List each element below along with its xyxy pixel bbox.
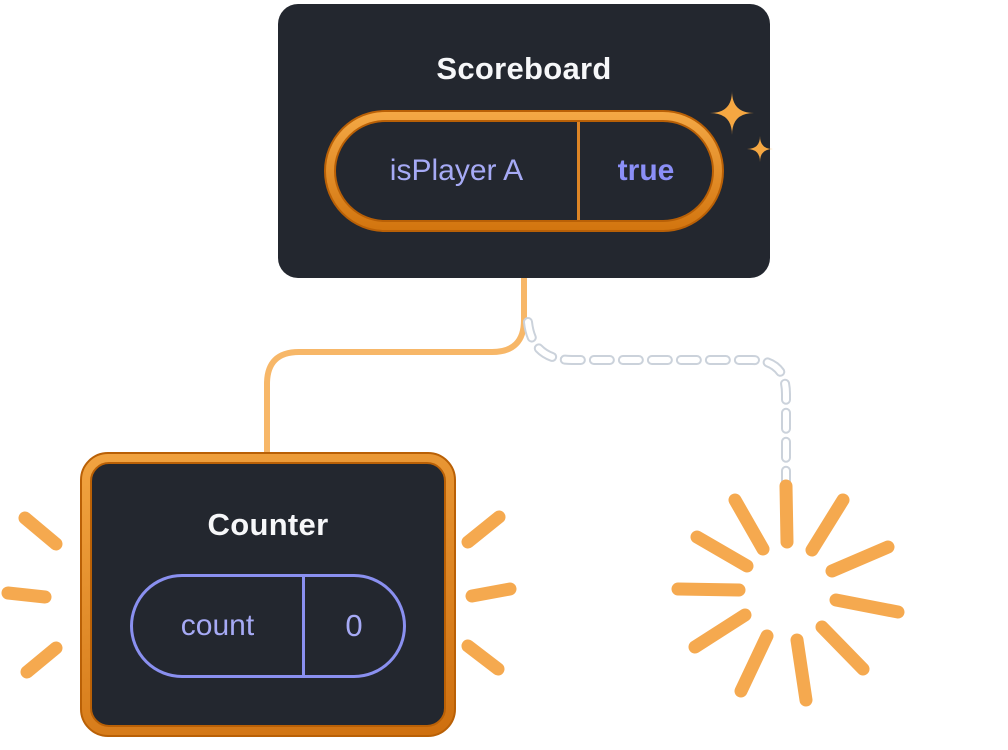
sparkle-icon [710, 91, 773, 162]
pill-divider [577, 122, 580, 220]
dashed-connector-line [525, 319, 789, 485]
right-sparks-icon [461, 510, 517, 676]
scoreboard-title: Scoreboard [436, 51, 612, 86]
scoreboard-state-pill: isPlayer A true [334, 120, 714, 222]
counter-title: Counter [207, 507, 329, 542]
counter-state-key: count [180, 609, 255, 642]
counter-state-value: 0 [345, 608, 363, 643]
counter-component-highlight: Counter count 0 [80, 452, 456, 737]
solid-connector-line [264, 273, 527, 459]
scoreboard-component: Scoreboard isPlayer A true [278, 4, 770, 278]
dashed-connector-outline [523, 317, 791, 487]
counter-state-pill: count 0 [130, 574, 406, 678]
scoreboard-state-key: isPlayer A [389, 154, 524, 187]
counter-component: Counter count 0 [90, 462, 446, 727]
pill-divider [302, 577, 305, 675]
left-sparks-icon [1, 511, 63, 679]
scoreboard-state-value: true [617, 154, 675, 187]
scoreboard-state-highlight: isPlayer A true [324, 110, 724, 232]
poof-burst-icon [671, 479, 905, 707]
